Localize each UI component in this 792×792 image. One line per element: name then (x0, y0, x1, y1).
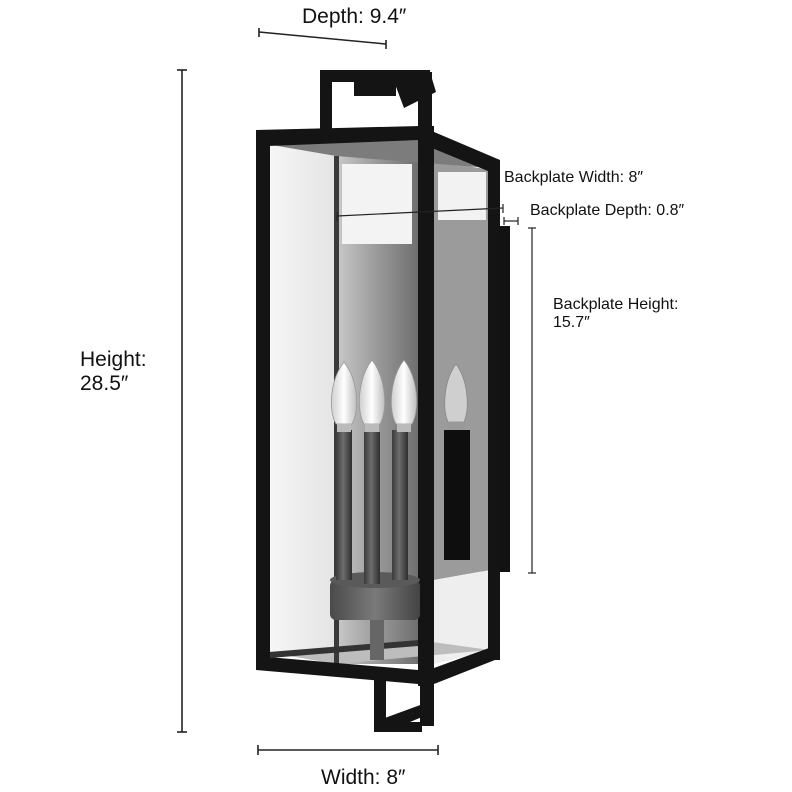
height-label-value: 28.5″ (80, 372, 129, 396)
backplate-height-label: Backplate Height: 15.7″ (553, 296, 678, 333)
top-hanger (320, 70, 436, 136)
depth-dimension-line (258, 31, 387, 45)
lantern-frame (256, 126, 500, 686)
dimension-lines (177, 28, 536, 755)
height-label-title: Height: (80, 348, 147, 371)
candle-cluster (330, 359, 470, 660)
bulb-reflection (444, 363, 468, 430)
backplate-height-label-value: 15.7″ (553, 314, 590, 332)
backplate-width-dimension-line (336, 207, 504, 217)
height-label: Height: 28.5″ (80, 348, 147, 396)
backplate-width-label: Backplate Width: 8″ (504, 169, 644, 186)
bulb (331, 361, 357, 432)
backplate-height-label-title: Backplate Height: (553, 296, 679, 313)
backplate-depth-label: Backplate Depth: 0.8″ (530, 202, 685, 219)
bottom-stirrup (374, 680, 434, 732)
bulb (391, 359, 417, 432)
bulb (359, 359, 385, 432)
width-label: Width: 8″ (321, 766, 406, 789)
depth-label: Depth: 9.4″ (302, 5, 407, 28)
